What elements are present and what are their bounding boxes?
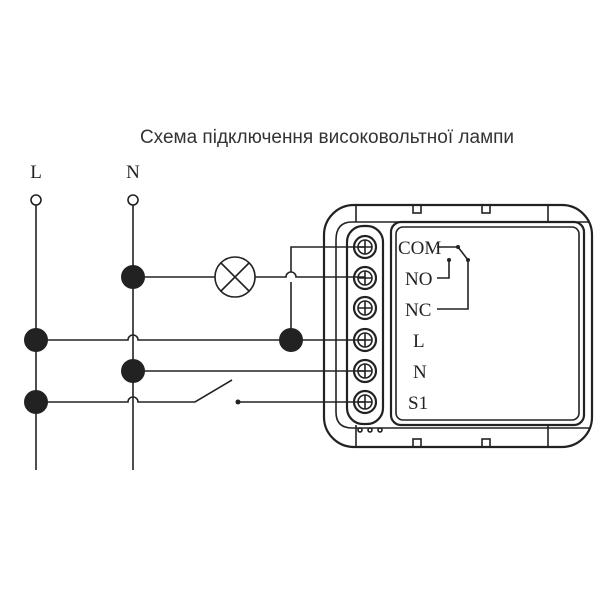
bus-label-n: N <box>126 162 140 183</box>
terminal-screws <box>352 234 378 415</box>
terminal-label-n: N <box>413 362 427 383</box>
relay-module <box>322 203 594 449</box>
relay-contact-icon <box>437 245 470 310</box>
terminal-label-nc: NC <box>405 300 431 321</box>
terminal-label-com: COM <box>398 238 441 259</box>
bus-label-l: L <box>30 162 42 183</box>
junction-dots <box>24 265 303 414</box>
wall-switch <box>36 379 365 405</box>
wire-l <box>36 334 365 341</box>
bus-n <box>127 194 139 470</box>
terminal-label-no: NO <box>405 269 432 290</box>
terminal-label-s1: S1 <box>408 393 428 414</box>
diagram-title: Схема підключення високовольтної лампи <box>140 127 514 148</box>
lamp-circuit <box>133 256 365 298</box>
lamp-icon <box>214 256 256 298</box>
com-jumper-wire <box>290 246 365 340</box>
terminal-label-l: L <box>413 331 425 352</box>
